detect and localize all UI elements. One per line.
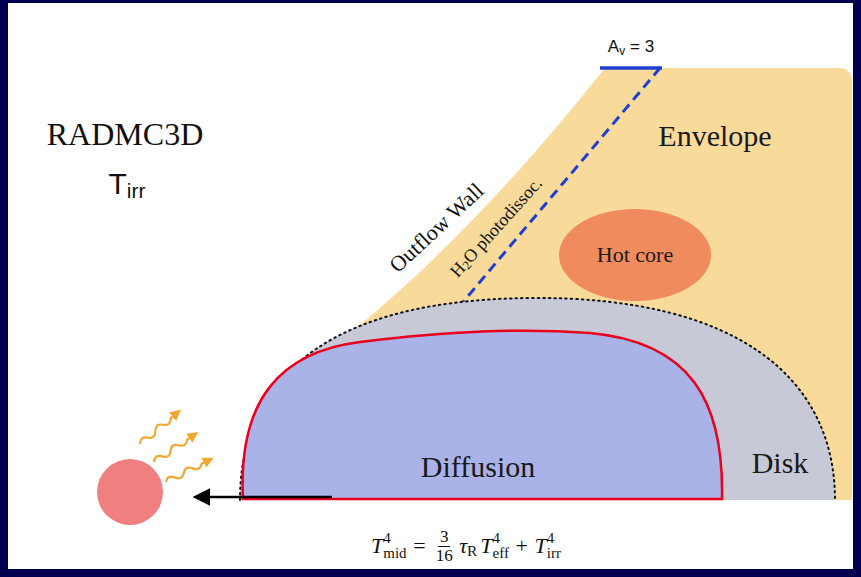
label-text: T (535, 534, 547, 558)
label-text: v (619, 45, 625, 58)
diffusion-region: Diffusion (236, 322, 728, 502)
label-text: 4 (547, 531, 554, 546)
diffusion-shape (243, 331, 722, 499)
region-label: Hot core (597, 243, 673, 267)
label-text: 16 (436, 547, 453, 565)
region-label: Envelope (658, 119, 771, 152)
star (97, 459, 163, 525)
label-text: + (516, 534, 528, 558)
script-stack: 4mid (383, 531, 406, 561)
label-text: T (109, 167, 127, 200)
hot-core-ellipse: Hot core (556, 206, 714, 304)
label-text: = 3 (630, 38, 654, 57)
temperature-symbol: Tirr (109, 167, 146, 200)
disk-shape (240, 298, 835, 500)
script-stack: 4irr (547, 531, 561, 561)
label-text: T (480, 534, 492, 558)
label-text: R (467, 543, 477, 560)
label-text: τ (459, 534, 467, 558)
region-label: Diffusion (421, 450, 535, 483)
label-text: mid (383, 546, 406, 561)
hot-core-shape (559, 209, 711, 301)
label-text: 4 (493, 531, 500, 546)
flux-arrow (196, 496, 332, 499)
extinction-label: Av = 3 (608, 38, 654, 57)
script-stack: 4eff (493, 531, 509, 561)
label-text: A (608, 38, 619, 57)
label-text: RADMC3D (47, 117, 203, 152)
region-label: Disk (752, 446, 809, 479)
midplane-temperature-equation: T4mid=316τRT4eff+T4irr (371, 528, 561, 565)
label-text: irr (127, 179, 146, 202)
disk-outline (240, 298, 835, 500)
label-text: irr (547, 546, 561, 561)
disk-region: Disk Diffusion (236, 294, 838, 502)
radiation-waves (138, 411, 210, 485)
label-text: eff (493, 546, 509, 561)
label-text: T (371, 534, 383, 558)
extinction-bar (600, 66, 662, 70)
software-label: RADMC3D (47, 117, 203, 152)
fraction: 316 (436, 528, 453, 565)
label-text: = (413, 534, 425, 558)
label-text: 4 (383, 531, 390, 546)
label-text: 3 (438, 528, 451, 547)
